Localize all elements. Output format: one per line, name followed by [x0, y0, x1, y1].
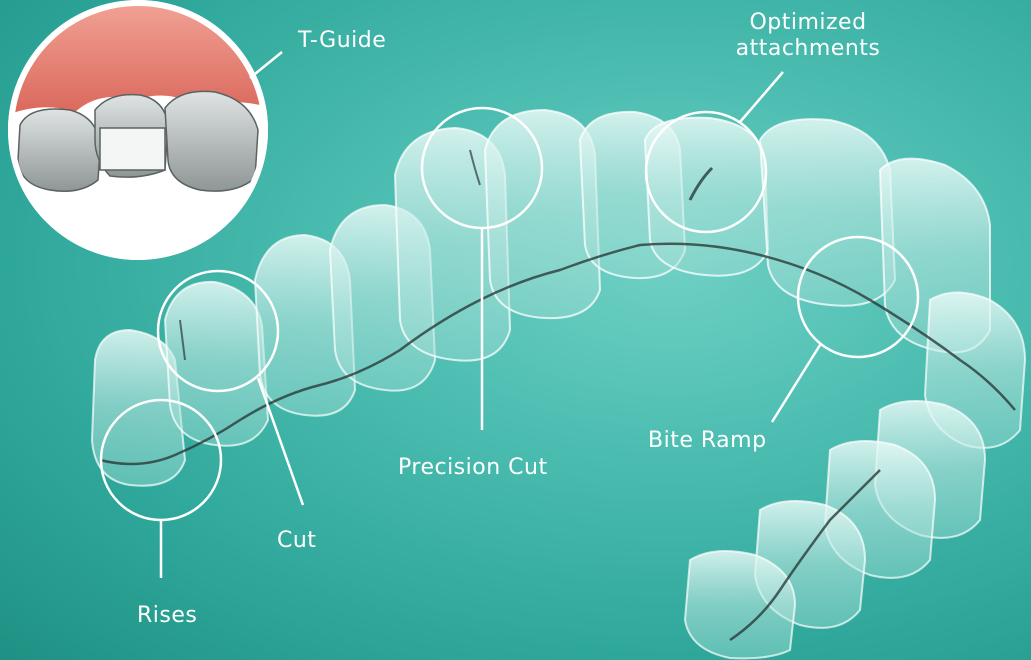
bite-ramp-label: Bite Ramp	[648, 428, 767, 454]
precision-cut-label: Precision Cut	[398, 455, 548, 481]
optimized-attachments-label-line1: Optimized	[718, 10, 898, 36]
tooth-left	[18, 109, 100, 191]
tooth-shell	[685, 551, 795, 658]
rises-label: Rises	[137, 603, 197, 629]
optimized-attachments-label: Optimized attachments	[718, 10, 898, 62]
cut-label: Cut	[277, 528, 316, 554]
tooth-shell	[165, 282, 268, 446]
t-guide-label: T-Guide	[298, 28, 386, 54]
optimized-attachments-label-line2: attachments	[718, 36, 898, 62]
t-guide-ridge	[100, 128, 165, 170]
tooth-right	[165, 91, 258, 191]
t-guide-inset	[0, 0, 280, 260]
optimized-attachments-leader	[740, 72, 783, 122]
bite-ramp-leader	[772, 345, 820, 422]
t-guide-leader	[250, 52, 282, 78]
